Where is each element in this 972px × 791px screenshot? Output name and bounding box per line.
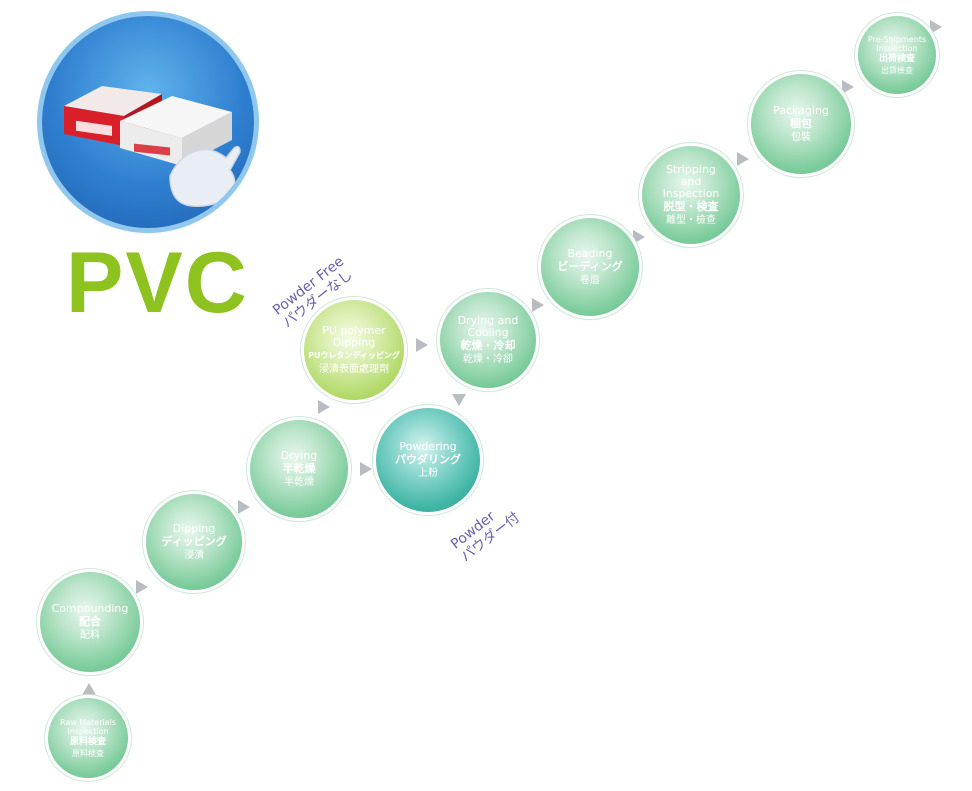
step-label-zh: 半乾燥 <box>284 476 314 489</box>
arrow-up-icon <box>82 683 96 695</box>
step-label-zh: 卷唇 <box>580 274 600 287</box>
step-beading[interactable]: Beading ビーディング 卷唇 <box>541 218 639 316</box>
step-label-ja: 原料検査 <box>70 736 106 748</box>
step-pre-shipments-inspection[interactable]: Pre-Shipments Inspection 出荷検査 出貨檢查 <box>858 16 936 94</box>
step-label-ja: 半乾燥 <box>283 462 316 476</box>
step-label-en: Drying and Cooling <box>456 315 520 339</box>
product-image <box>42 16 254 228</box>
step-label-en: Powdering <box>399 441 456 453</box>
step-powdering[interactable]: Powdering パウダリング 上粉 <box>376 408 480 512</box>
step-label-en: Beading <box>567 248 612 260</box>
step-label-zh: 浸漬 <box>184 549 204 562</box>
step-label-ja: 梱包 <box>790 117 812 131</box>
step-dipping[interactable]: Dipping ディッピング 浸漬 <box>146 494 242 590</box>
step-raw-materials-inspection[interactable]: Raw Materials Inspection 原料検査 原料検査 <box>48 698 128 778</box>
step-pu-polymer-dipping[interactable]: PU polymer Dipping PUウレタンディッピング 浸漬表面處理劑 <box>304 300 404 400</box>
arrow-right-icon <box>532 298 544 312</box>
step-label-en: Compounding <box>52 603 129 615</box>
step-label-ja: ビーディング <box>557 260 622 274</box>
step-label-zh: 出貨檢查 <box>881 65 913 76</box>
step-label-en: Packaging <box>773 105 829 117</box>
step-label-en: PU polymer Dipping <box>319 325 389 349</box>
step-label-zh: 離型・檢查 <box>666 214 716 227</box>
step-label-en: Dipping <box>173 523 216 535</box>
arrow-right-icon <box>360 462 372 476</box>
step-packaging[interactable]: Packaging 梱包 包裝 <box>751 74 851 174</box>
step-label-ja: 乾燥・冷却 <box>461 339 516 353</box>
step-label-en: Drying <box>281 450 318 462</box>
step-label-zh: 乾燥・冷卻 <box>463 353 513 366</box>
step-label-zh: 原料検査 <box>72 748 104 759</box>
step-compounding[interactable]: Compounding 配合 配料 <box>40 572 140 672</box>
arrow-right-icon <box>416 338 428 352</box>
page-title: PVC <box>66 240 249 326</box>
powder-note: Powder パウダー付 <box>448 497 523 565</box>
step-drying[interactable]: Drying 半乾燥 半乾燥 <box>250 420 348 518</box>
step-label-en: Pre-Shipments Inspection <box>867 35 927 53</box>
step-label-zh: 上粉 <box>418 467 438 480</box>
step-label-ja: ディッピング <box>161 535 226 549</box>
step-label-ja: PUウレタンディッピング <box>308 349 400 363</box>
step-label-zh: 包裝 <box>791 131 811 144</box>
step-label-en: Raw Materials Inspection <box>48 718 128 736</box>
step-drying-and-cooling[interactable]: Drying and Cooling 乾燥・冷却 乾燥・冷卻 <box>440 292 536 388</box>
glove-box-illustration <box>42 16 254 228</box>
step-label-zh: 配料 <box>80 629 100 642</box>
arrow-right-icon <box>842 80 854 94</box>
step-label-ja: 出荷検査 <box>879 53 915 65</box>
arrow-right-icon <box>136 580 148 594</box>
arrow-right-icon <box>737 152 749 166</box>
step-label-ja: 脱型・検査 <box>664 200 719 214</box>
arrow-right-icon <box>238 500 250 514</box>
arrow-right-icon <box>930 20 942 34</box>
arrow-right-icon <box>318 400 330 414</box>
arrow-down-icon <box>452 394 466 406</box>
step-label-ja: 配合 <box>79 615 101 629</box>
step-label-ja: パウダリング <box>395 453 461 467</box>
arrow-right-icon <box>633 230 645 244</box>
step-label-en: Stripping and Inspection <box>655 164 727 200</box>
step-label-zh: 浸漬表面處理劑 <box>319 363 389 376</box>
step-stripping-and-inspection[interactable]: Stripping and Inspection 脱型・検査 離型・檢查 <box>642 146 740 244</box>
